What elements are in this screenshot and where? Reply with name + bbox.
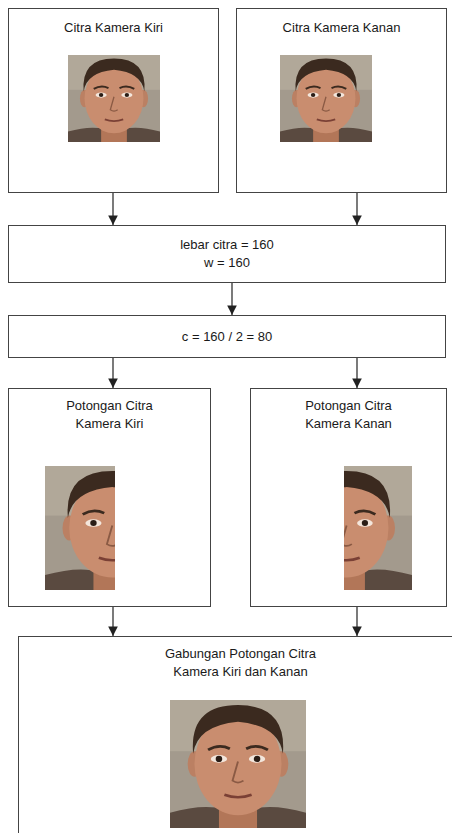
face-photo-right (280, 55, 372, 142)
process-box: c = 160 / 2 = 80 (8, 315, 446, 358)
face-photo (170, 700, 306, 828)
process-box: Citra Kamera Kanan (236, 8, 447, 193)
face-photo (68, 55, 160, 142)
flow-arrow (112, 607, 113, 636)
process-box: lebar citra = 160w = 160 (8, 225, 446, 283)
process-box: Citra Kamera Kiri (8, 8, 219, 193)
box-label: Potongan Citra Kamera Kiri (60, 397, 160, 432)
face-crop-right (281, 466, 412, 590)
flow-arrow (356, 358, 357, 388)
box-label: lebar citra = 160 (180, 236, 274, 254)
face-photo (280, 55, 372, 142)
process-box: Potongan Citra Kamera Kiri (8, 388, 211, 607)
flow-arrow (231, 283, 232, 315)
box-label: c = 160 / 2 = 80 (182, 328, 272, 346)
face-photo (45, 466, 180, 590)
flow-arrow (112, 358, 113, 388)
flow-arrow (112, 193, 113, 225)
face-photo (281, 466, 412, 590)
process-box: Potongan Citra Kamera Kanan (250, 388, 447, 607)
face-merged (170, 700, 306, 828)
box-label: Gabungan Potongan Citra Kamera Kiri dan … (151, 645, 331, 680)
box-label: w = 160 (204, 254, 250, 272)
face-crop-left (45, 466, 180, 590)
process-box: Gabungan Potongan Citra Kamera Kiri dan … (18, 636, 452, 833)
box-label: Citra Kamera Kiri (64, 19, 163, 37)
flow-arrow (356, 193, 357, 225)
face-photo-left (68, 55, 160, 142)
box-label: Citra Kamera Kanan (283, 19, 401, 37)
box-label: Potongan Citra Kamera Kanan (294, 397, 404, 432)
flow-arrow (356, 607, 357, 636)
